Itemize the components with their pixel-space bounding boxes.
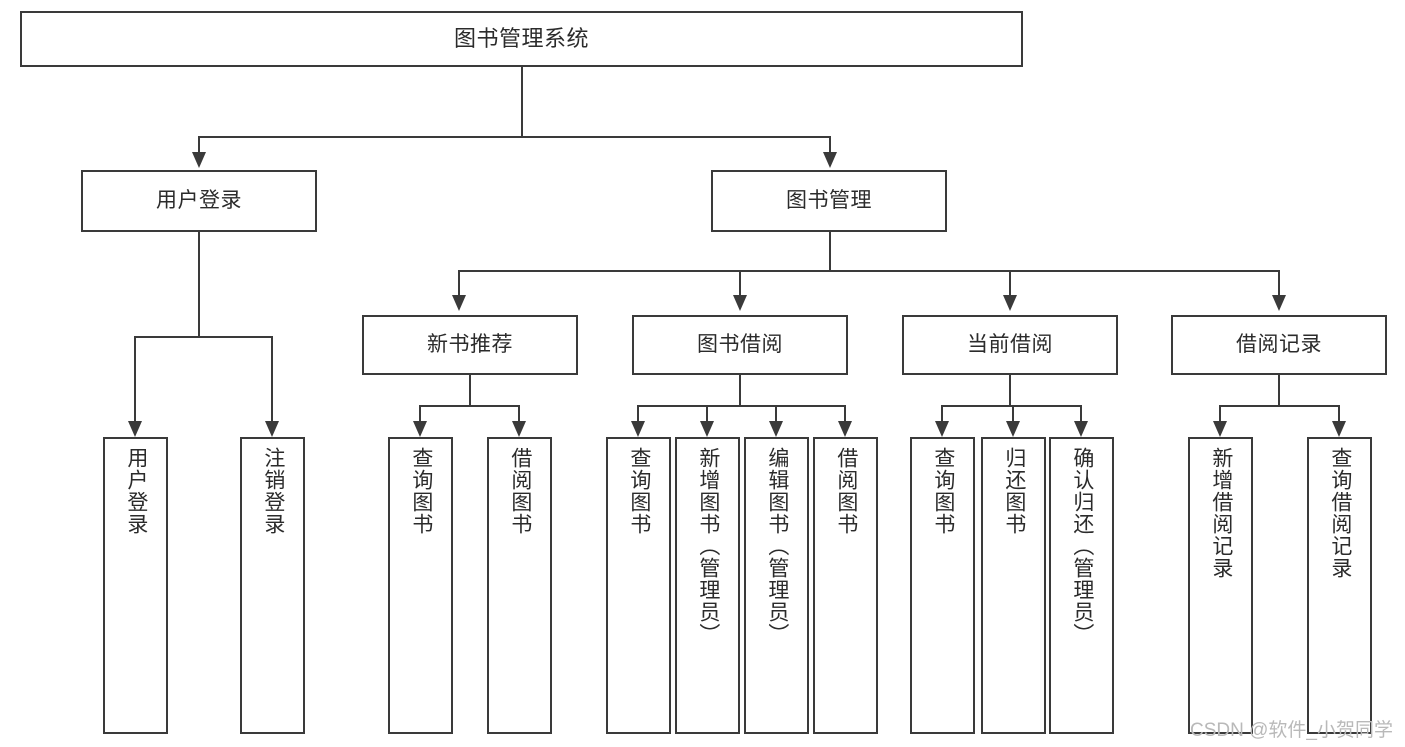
connector-cb-leaf-2 [1012, 405, 1014, 421]
arrowhead-bb-leaf-3 [769, 421, 783, 437]
leaf-label: 归还图书 [1002, 447, 1026, 535]
arrowhead-bb-leaf-1 [631, 421, 645, 437]
node-label: 图书借阅 [697, 332, 783, 356]
connector-to-book-borrow [739, 270, 741, 295]
node-book-borrow[interactable]: 图书借阅 [632, 315, 848, 375]
connector-nbr-leaf-1 [419, 405, 421, 421]
connector-borrow-record-bus [1219, 405, 1339, 407]
node-label: 图书管理系统 [453, 26, 589, 52]
connector-level2-bus [198, 136, 830, 138]
node-label: 借阅记录 [1236, 332, 1322, 356]
arrowhead-to-borrow-record [1272, 295, 1286, 311]
leaf-query-book-current[interactable]: 查询图书 [910, 437, 975, 734]
leaf-add-borrow-record[interactable]: 新增借阅记录 [1188, 437, 1253, 734]
leaf-query-book-borrow[interactable]: 查询图书 [606, 437, 671, 734]
connector-bb-leaf-3 [775, 405, 777, 421]
arrowhead-nbr-leaf-1 [413, 421, 427, 437]
leaf-label: 查询图书 [627, 447, 651, 535]
leaf-label: 借阅图书 [834, 447, 858, 535]
arrowhead-to-leaf-logout [265, 421, 279, 437]
leaf-label: 查询图书 [409, 447, 433, 535]
leaf-edit-book-admin[interactable]: 编辑图书（管理员） [744, 437, 809, 734]
node-root-book-management-system[interactable]: 图书管理系统 [20, 11, 1023, 67]
arrowhead-to-user-login [192, 152, 206, 168]
node-current-borrow[interactable]: 当前借阅 [902, 315, 1118, 375]
node-borrow-record[interactable]: 借阅记录 [1171, 315, 1387, 375]
leaf-label: 查询借阅记录 [1328, 447, 1352, 579]
arrowhead-to-current-borrow [1003, 295, 1017, 311]
connector-to-leaf-logout [271, 336, 273, 421]
arrowhead-br-leaf-1 [1213, 421, 1227, 437]
connector-user-login-bus [134, 336, 272, 338]
leaf-label: 注销登录 [261, 447, 285, 535]
connector-user-login-stem [198, 232, 200, 336]
connector-cb-leaf-3 [1080, 405, 1082, 421]
connector-bb-leaf-2 [706, 405, 708, 421]
connector-book-management-stem [829, 232, 831, 270]
node-label: 图书管理 [786, 188, 872, 212]
node-user-login[interactable]: 用户登录 [81, 170, 317, 232]
arrowhead-to-book-borrow [733, 295, 747, 311]
leaf-label: 编辑图书（管理员） [765, 447, 789, 645]
connector-current-borrow-bus [941, 405, 1080, 407]
connector-bb-leaf-4 [844, 405, 846, 421]
connector-root-stem [521, 67, 523, 136]
connector-borrow-record-stem [1278, 375, 1280, 405]
arrowhead-to-new-book-recommend [452, 295, 466, 311]
arrowhead-to-book-management [823, 152, 837, 168]
node-label: 用户登录 [156, 188, 242, 212]
connector-level3-bus [458, 270, 1280, 272]
arrowhead-to-leaf-user-login [128, 421, 142, 437]
leaf-add-book-admin[interactable]: 新增图书（管理员） [675, 437, 740, 734]
node-label: 当前借阅 [967, 332, 1053, 356]
connector-br-leaf-1 [1219, 405, 1221, 421]
connector-to-user-login [198, 136, 200, 154]
connector-bb-leaf-1 [637, 405, 639, 421]
leaf-user-login[interactable]: 用户登录 [103, 437, 168, 734]
node-label: 新书推荐 [427, 332, 513, 356]
leaf-confirm-return-admin[interactable]: 确认归还（管理员） [1049, 437, 1114, 734]
leaf-label: 用户登录 [124, 447, 148, 535]
leaf-label: 借阅图书 [508, 447, 532, 535]
arrowhead-nbr-leaf-2 [512, 421, 526, 437]
connector-to-leaf-user-login [134, 336, 136, 421]
leaf-return-book[interactable]: 归还图书 [981, 437, 1046, 734]
connector-to-current-borrow [1009, 270, 1011, 295]
connector-current-borrow-stem [1009, 375, 1011, 405]
leaf-label: 查询图书 [931, 447, 955, 535]
leaf-query-book-recommend[interactable]: 查询图书 [388, 437, 453, 734]
connector-br-leaf-2 [1338, 405, 1340, 421]
leaf-label: 确认归还（管理员） [1070, 447, 1094, 645]
arrowhead-cb-leaf-2 [1006, 421, 1020, 437]
connector-cb-leaf-1 [941, 405, 943, 421]
connector-book-borrow-bus [637, 405, 845, 407]
connector-nbr-leaf-2 [518, 405, 520, 421]
arrowhead-cb-leaf-1 [935, 421, 949, 437]
connector-to-borrow-record [1278, 270, 1280, 295]
arrowhead-br-leaf-2 [1332, 421, 1346, 437]
connector-book-borrow-stem [739, 375, 741, 405]
leaf-logout[interactable]: 注销登录 [240, 437, 305, 734]
node-new-book-recommend[interactable]: 新书推荐 [362, 315, 578, 375]
node-book-management[interactable]: 图书管理 [711, 170, 947, 232]
leaf-borrow-book-recommend[interactable]: 借阅图书 [487, 437, 552, 734]
leaf-label: 新增图书（管理员） [696, 447, 720, 645]
arrowhead-cb-leaf-3 [1074, 421, 1088, 437]
connector-new-book-recommend-bus [419, 405, 520, 407]
connector-to-new-book-recommend [458, 270, 460, 295]
leaf-label: 新增借阅记录 [1209, 447, 1233, 579]
arrowhead-bb-leaf-2 [700, 421, 714, 437]
leaf-query-borrow-record[interactable]: 查询借阅记录 [1307, 437, 1372, 734]
connector-new-book-recommend-stem [469, 375, 471, 405]
leaf-borrow-book[interactable]: 借阅图书 [813, 437, 878, 734]
connector-to-book-management [829, 136, 831, 154]
arrowhead-bb-leaf-4 [838, 421, 852, 437]
